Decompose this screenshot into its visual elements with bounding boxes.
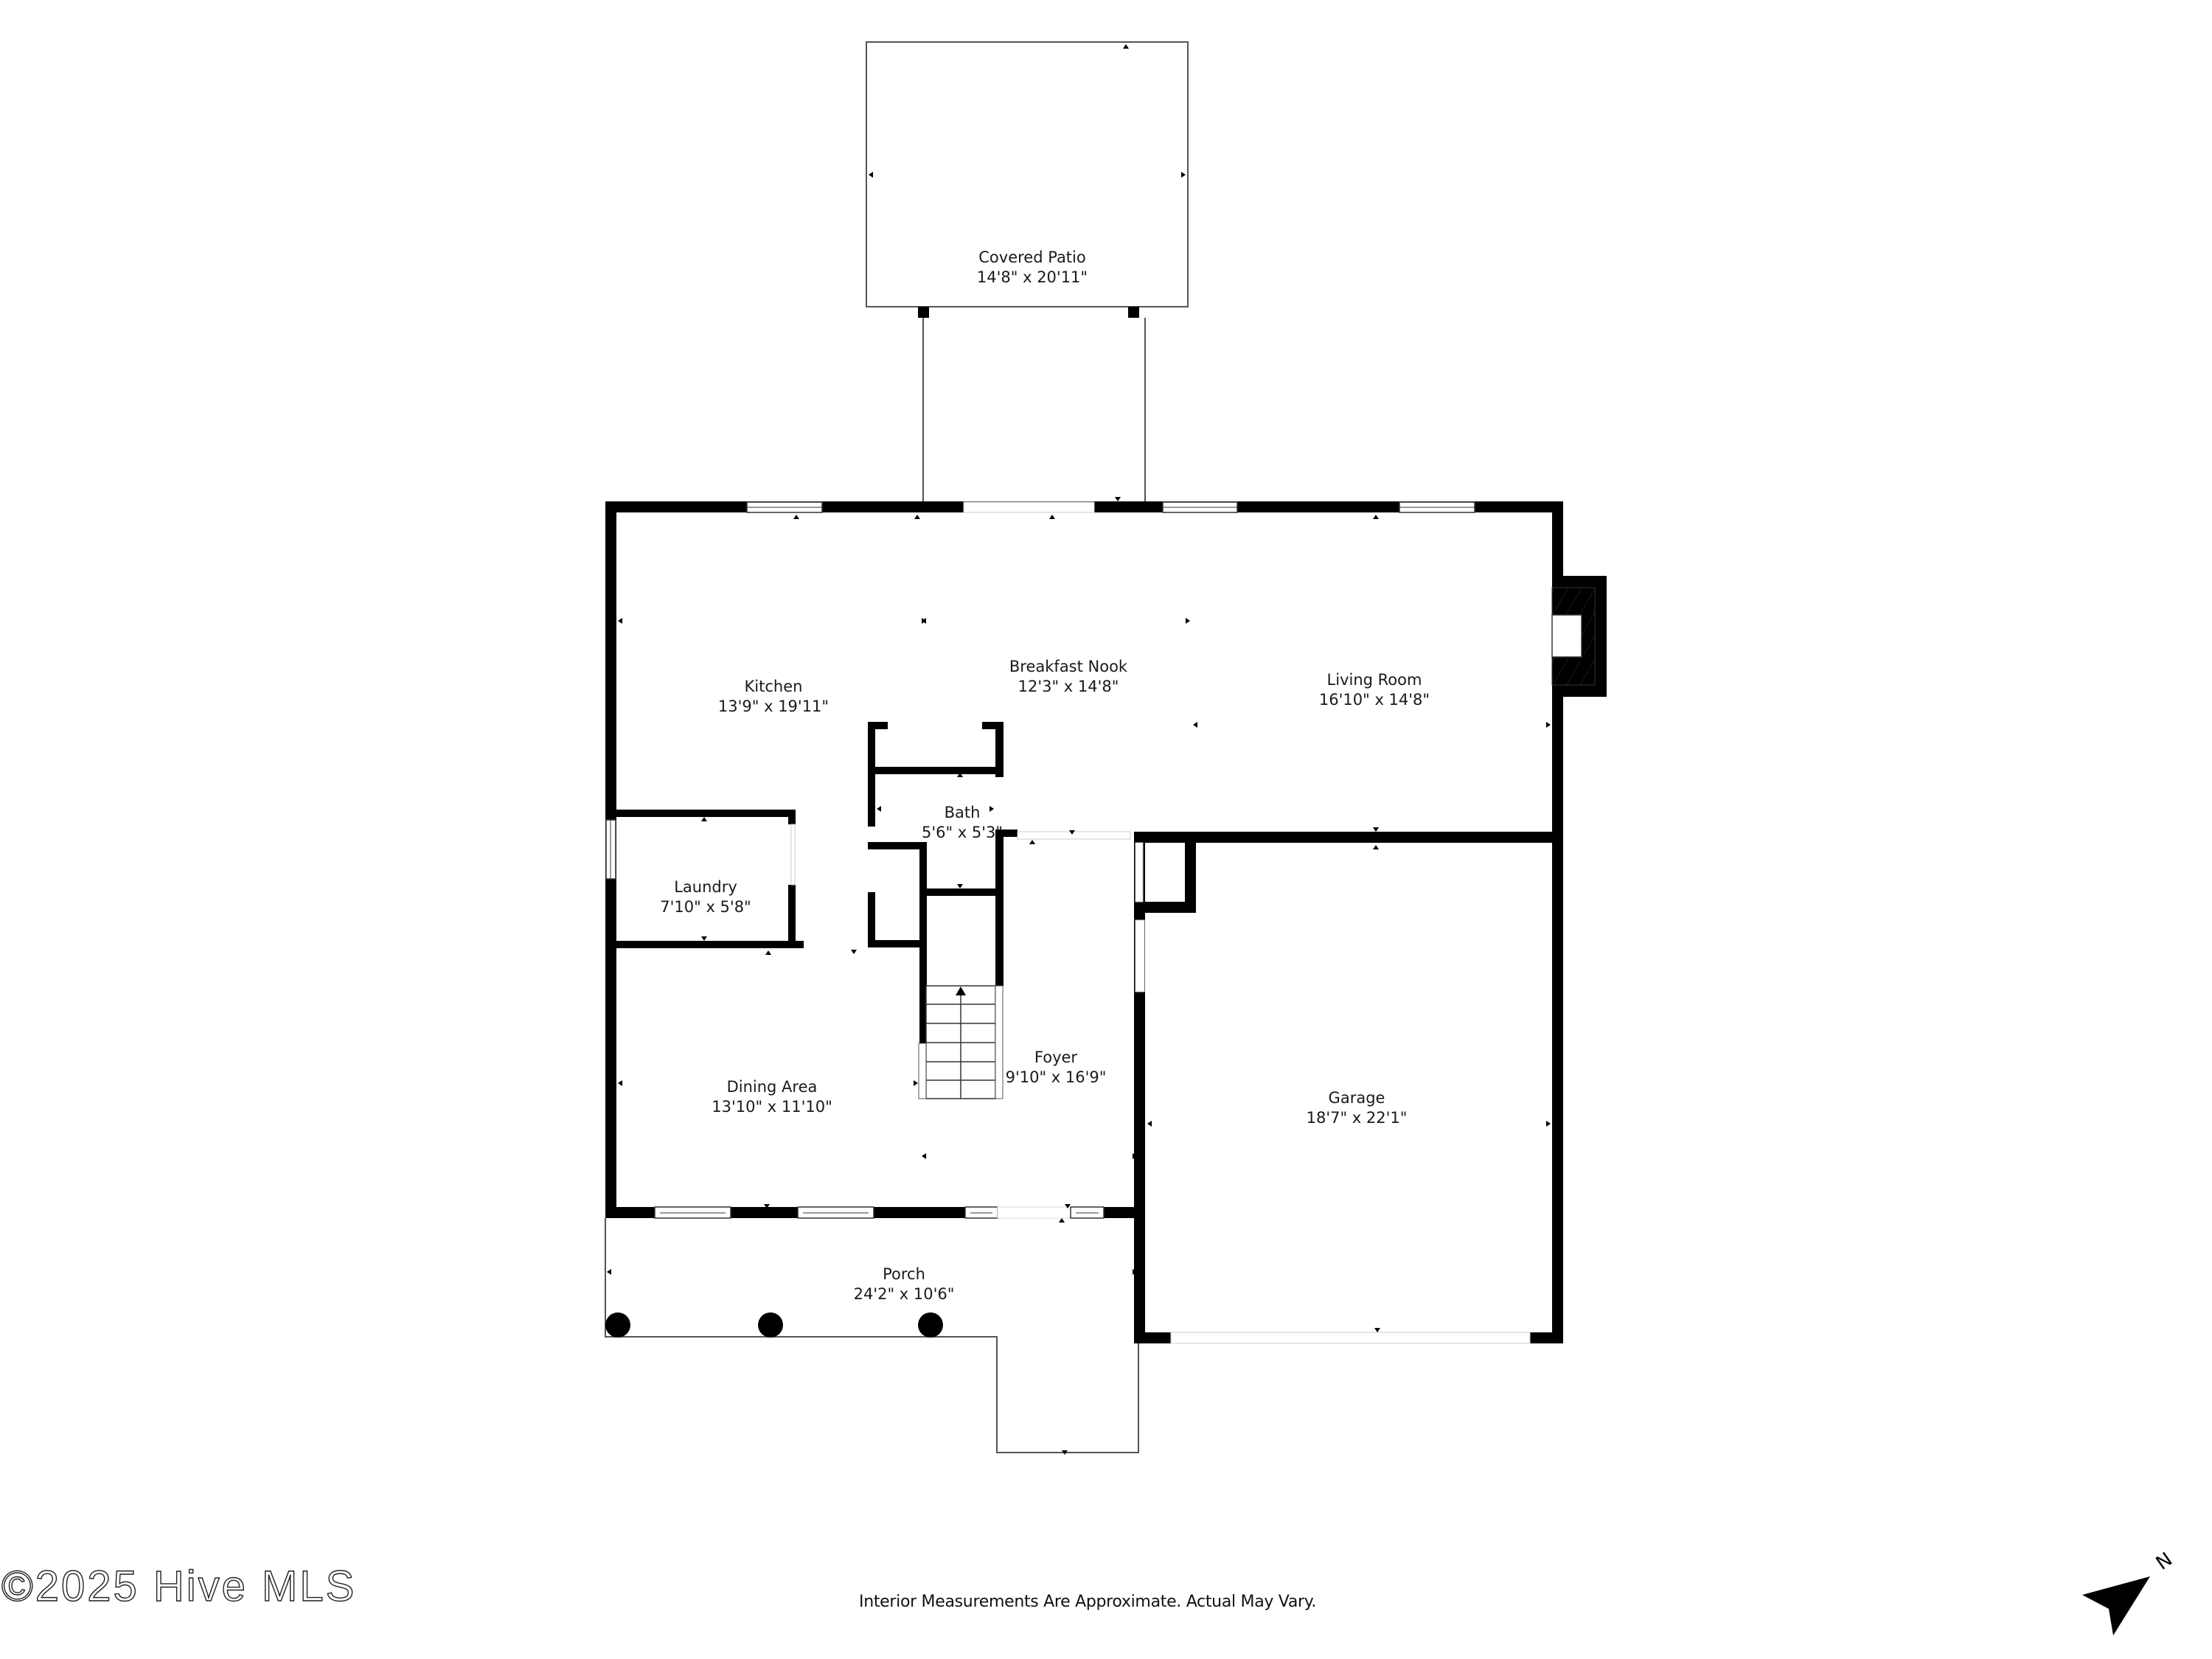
room-name-foyer: Foyer bbox=[1034, 1048, 1078, 1066]
porch-column bbox=[605, 1312, 630, 1338]
room-dims-breakfast-nook: 12'3" x 14'8" bbox=[1018, 678, 1119, 695]
foyer-walls bbox=[1017, 830, 1196, 992]
porch bbox=[605, 1218, 1139, 1455]
fireplace bbox=[1551, 576, 1607, 697]
bath-walls bbox=[868, 722, 1018, 1043]
room-dims-kitchen: 13'9" x 19'11" bbox=[718, 698, 829, 715]
room-name-kitchen: Kitchen bbox=[745, 678, 803, 695]
staircase bbox=[918, 985, 1004, 1099]
north-arrow-icon: N bbox=[2082, 1548, 2177, 1635]
room-dims-bath: 5'6" x 5'3" bbox=[922, 824, 1003, 841]
porch-column bbox=[918, 1312, 943, 1338]
dimension-markers bbox=[618, 618, 1551, 1159]
room-name-garage: Garage bbox=[1329, 1089, 1385, 1107]
room-name-laundry: Laundry bbox=[674, 878, 737, 896]
room-dims-garage: 18'7" x 22'1" bbox=[1307, 1109, 1408, 1127]
room-name-dining-area: Dining Area bbox=[727, 1078, 818, 1096]
room-labels: Kitchen 13'9" x 19'11" Breakfast Nook 12… bbox=[660, 658, 1430, 1303]
laundry-walls bbox=[605, 810, 857, 955]
room-dims-dining-area: 13'10" x 11'10" bbox=[712, 1098, 832, 1116]
disclaimer-text: Interior Measurements Are Approximate. A… bbox=[859, 1593, 1317, 1611]
front-openings bbox=[654, 1204, 1105, 1222]
room-name-porch: Porch bbox=[883, 1265, 925, 1283]
north-label: N bbox=[2152, 1548, 2177, 1575]
room-dims-porch: 24'2" x 10'6" bbox=[854, 1285, 955, 1303]
room-dims-covered-patio: 14'8" x 20'11" bbox=[977, 268, 1088, 286]
room-dims-laundry: 7'10" x 5'8" bbox=[660, 898, 751, 916]
watermark: ©2025 Hive MLS bbox=[1, 1562, 357, 1610]
room-dims-foyer: 9'10" x 16'9" bbox=[1006, 1068, 1107, 1086]
room-name-breakfast-nook: Breakfast Nook bbox=[1009, 658, 1128, 675]
room-name-living-room: Living Room bbox=[1327, 671, 1422, 689]
garage-door bbox=[1147, 827, 1551, 1344]
top-openings bbox=[746, 497, 1475, 519]
porch-column bbox=[758, 1312, 783, 1338]
room-name-bath: Bath bbox=[945, 804, 981, 821]
room-dims-living-room: 16'10" x 14'8" bbox=[1319, 691, 1430, 709]
covered-patio: Covered Patio 14'8" x 20'11" bbox=[866, 41, 1189, 503]
room-name-covered-patio: Covered Patio bbox=[978, 248, 1085, 266]
